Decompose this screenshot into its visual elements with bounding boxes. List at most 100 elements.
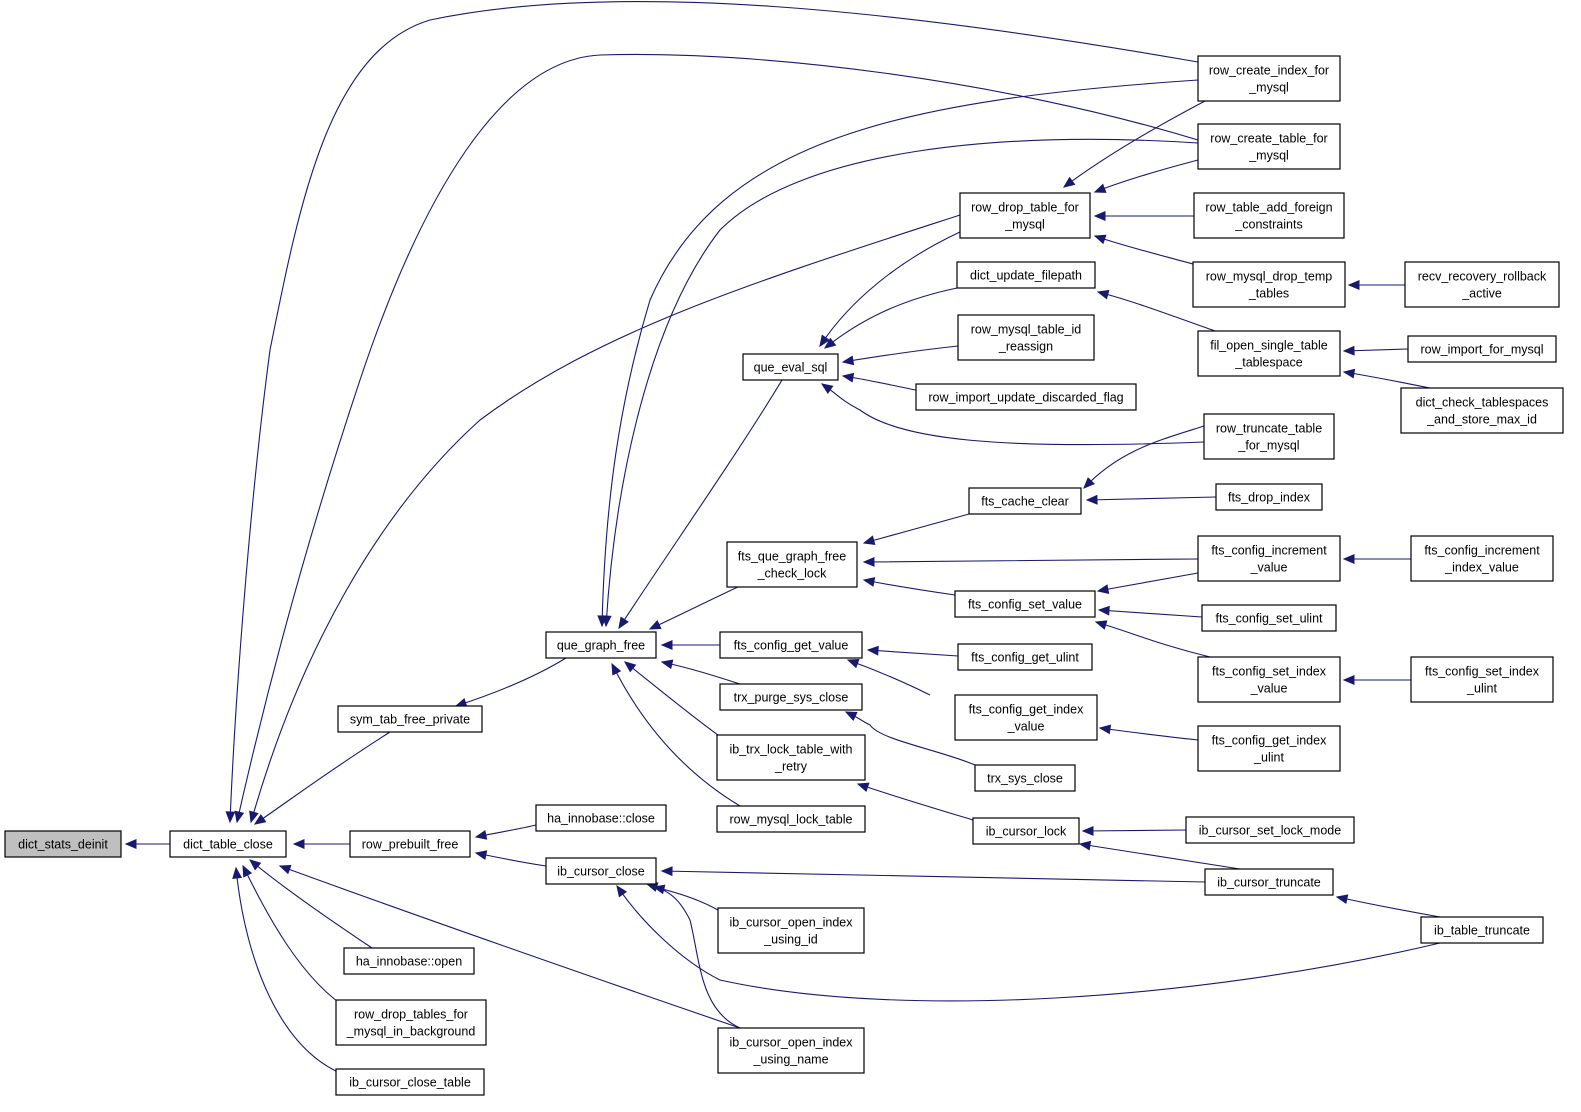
node-label: dict_stats_deinit	[18, 838, 108, 852]
edge-line	[254, 731, 391, 825]
edge-ib_cursor_open_index_using_id-to-ib_cursor_close	[652, 884, 719, 911]
node-label: _active	[1461, 287, 1502, 301]
edge-line	[1086, 496, 1217, 501]
edge-trx_purge_sys_close-to-que_graph_free	[660, 659, 741, 685]
node-label: fts_config_get_ulint	[971, 651, 1079, 665]
edge-line	[279, 865, 741, 1029]
node-row_prebuilt_free[interactable]: row_prebuilt_free	[349, 830, 471, 858]
edge-fil_open_single_table_tablespace-to-dict_update_filepath	[1096, 289, 1216, 332]
edge-line	[646, 883, 741, 1029]
edge-fts_config_set_index_value-to-fts_config_set_value	[1094, 620, 1211, 658]
node-ib_cursor_lock[interactable]: ib_cursor_lock	[972, 817, 1080, 845]
node-ha_innobase_open[interactable]: ha_innobase::open	[343, 947, 475, 975]
node-row_drop_tables_for_mysql_in_background[interactable]: row_drop_tables_for_mysql_in_background	[335, 999, 487, 1046]
node-fts_config_increment_value[interactable]: fts_config_increment_value	[1197, 535, 1341, 582]
node-box	[535, 804, 667, 832]
edge-line	[1095, 621, 1211, 658]
node-fts_config_increment_index_value[interactable]: fts_config_increment_index_value	[1410, 535, 1554, 582]
node-fts_config_get_index_value[interactable]: fts_config_get_index_value	[954, 694, 1098, 741]
node-trx_sys_close[interactable]: trx_sys_close	[974, 764, 1076, 792]
edge-arrowhead	[234, 810, 245, 824]
node-ib_cursor_truncate[interactable]: ib_cursor_truncate	[1204, 868, 1334, 896]
node-sym_tab_free_private[interactable]: sym_tab_free_private	[337, 705, 483, 733]
edge-row_import_for_mysql-to-fil_open_single_table_tablespace	[1342, 345, 1409, 356]
node-dict_stats_deinit[interactable]: dict_stats_deinit	[4, 830, 122, 858]
node-ib_cursor_close_table[interactable]: ib_cursor_close_table	[335, 1068, 485, 1096]
node-ib_trx_lock_table_with_retry[interactable]: ib_trx_lock_table_with_retry	[716, 734, 866, 781]
node-fts_config_get_index_ulint[interactable]: fts_config_get_index_ulint	[1197, 725, 1341, 772]
node-row_create_index_for_mysql[interactable]: row_create_index_for_mysql	[1197, 55, 1341, 102]
node-row_table_add_foreign_constraints[interactable]: row_table_add_foreign_constraints	[1193, 192, 1345, 239]
node-box	[335, 999, 487, 1046]
node-box	[1400, 387, 1564, 434]
node-ib_cursor_open_index_using_name[interactable]: ib_cursor_open_index_using_name	[717, 1027, 865, 1074]
node-row_mysql_lock_table[interactable]: row_mysql_lock_table	[716, 805, 866, 833]
node-row_mysql_table_id_reassign[interactable]: row_mysql_table_id_reassign	[957, 314, 1095, 361]
edges-layer	[124, 0, 1441, 1076]
edge-arrowhead	[1085, 494, 1098, 505]
node-label: ib_table_truncate	[1434, 924, 1530, 938]
edge-line	[1079, 843, 1241, 870]
node-ib_table_truncate[interactable]: ib_table_truncate	[1420, 916, 1544, 944]
edge-ib_cursor_open_index_using_name-to-dict_table_close	[278, 864, 741, 1029]
edge-sym_tab_free_private-to-dict_table_close	[253, 731, 391, 825]
node-fil_open_single_table_tablespace[interactable]: fil_open_single_table_tablespace	[1197, 330, 1341, 377]
node-fts_config_set_value[interactable]: fts_config_set_value	[954, 590, 1096, 618]
node-fts_config_get_value[interactable]: fts_config_get_value	[719, 631, 863, 659]
node-box	[1404, 261, 1560, 308]
edge-line	[661, 661, 741, 685]
edge-line	[1082, 829, 1187, 832]
edge-ib_cursor_close-to-row_prebuilt_free	[474, 850, 547, 867]
node-recv_recovery_rollback_active[interactable]: recv_recovery_rollback _active	[1404, 261, 1560, 308]
edge-arrowhead	[225, 811, 236, 824]
node-ib_cursor_set_lock_mode[interactable]: ib_cursor_set_lock_mode	[1185, 816, 1355, 844]
node-trx_purge_sys_close[interactable]: trx_purge_sys_close	[719, 683, 863, 711]
node-dict_check_tablespaces_and_store_max_id[interactable]: dict_check_tablespaces_and_store_max_id	[1400, 387, 1564, 434]
node-label: _ulint	[1466, 682, 1497, 696]
node-label: recv_recovery_rollback	[1418, 270, 1547, 284]
node-label: _mysql	[1248, 149, 1289, 163]
node-row_truncate_table_for_mysql[interactable]: row_truncate_table_for_mysql	[1203, 413, 1335, 460]
node-label: dict_update_filepath	[970, 269, 1082, 283]
node-row_import_update_discarded_flag[interactable]: row_import_update_discarded_flag	[915, 383, 1137, 411]
node-label: _for_mysql	[1237, 439, 1299, 453]
node-fts_config_get_ulint[interactable]: fts_config_get_ulint	[957, 643, 1093, 671]
edge-line	[249, 859, 373, 949]
node-fts_que_graph_free_check_lock[interactable]: fts_que_graph_free_check_lock	[726, 541, 858, 588]
node-box	[716, 734, 866, 781]
node-row_import_for_mysql[interactable]: row_import_for_mysql	[1407, 335, 1557, 363]
edge-arrowhead	[1078, 840, 1092, 851]
node-dict_update_filepath[interactable]: dict_update_filepath	[956, 261, 1096, 289]
node-ib_cursor_close[interactable]: ib_cursor_close	[545, 857, 657, 885]
edge-row_create_table_for_mysql-to-que_graph_free	[601, 138, 1199, 628]
edge-line	[821, 383, 1205, 446]
node-fts_cache_clear[interactable]: fts_cache_clear	[968, 487, 1082, 515]
edge-ib_trx_lock_table_with_retry-to-que_graph_free	[623, 661, 723, 739]
node-row_mysql_drop_temp_tables[interactable]: row_mysql_drop_temp_tables	[1192, 261, 1346, 308]
node-ib_cursor_open_index_using_id[interactable]: ib_cursor_open_index_using_id	[717, 907, 865, 954]
node-fts_config_set_index_ulint[interactable]: fts_config_set_index_ulint	[1410, 656, 1554, 703]
node-label: _value	[1250, 561, 1288, 575]
node-fts_drop_index[interactable]: fts_drop_index	[1215, 483, 1323, 511]
node-label: fts_config_set_ulint	[1215, 612, 1323, 626]
edge-line	[863, 558, 1199, 563]
node-que_eval_sql[interactable]: que_eval_sql	[742, 353, 839, 381]
node-dict_table_close[interactable]: dict_table_close	[169, 830, 287, 858]
node-fts_config_set_index_value[interactable]: fts_config_set_index_value	[1197, 656, 1341, 703]
node-fts_config_set_ulint[interactable]: fts_config_set_ulint	[1201, 604, 1337, 632]
edge-ib_cursor_truncate-to-ib_cursor_lock	[1078, 840, 1241, 870]
node-ha_innobase_close[interactable]: ha_innobase::close	[535, 804, 667, 832]
node-box	[1193, 192, 1345, 239]
node-row_drop_table_for_mysql[interactable]: row_drop_table_for_mysql	[959, 192, 1091, 239]
edge-arrowhead	[1342, 675, 1355, 685]
edge-line	[229, 0, 1199, 823]
edge-arrowhead	[249, 810, 259, 824]
edge-arrowhead	[474, 850, 488, 860]
edge-line	[601, 79, 1199, 627]
node-box	[1197, 656, 1341, 703]
node-box	[717, 1027, 865, 1074]
node-row_create_table_for_mysql[interactable]: row_create_table_for_mysql	[1197, 123, 1341, 170]
node-que_graph_free[interactable]: que_graph_free	[545, 631, 657, 659]
edge-arrowhead	[660, 866, 673, 877]
